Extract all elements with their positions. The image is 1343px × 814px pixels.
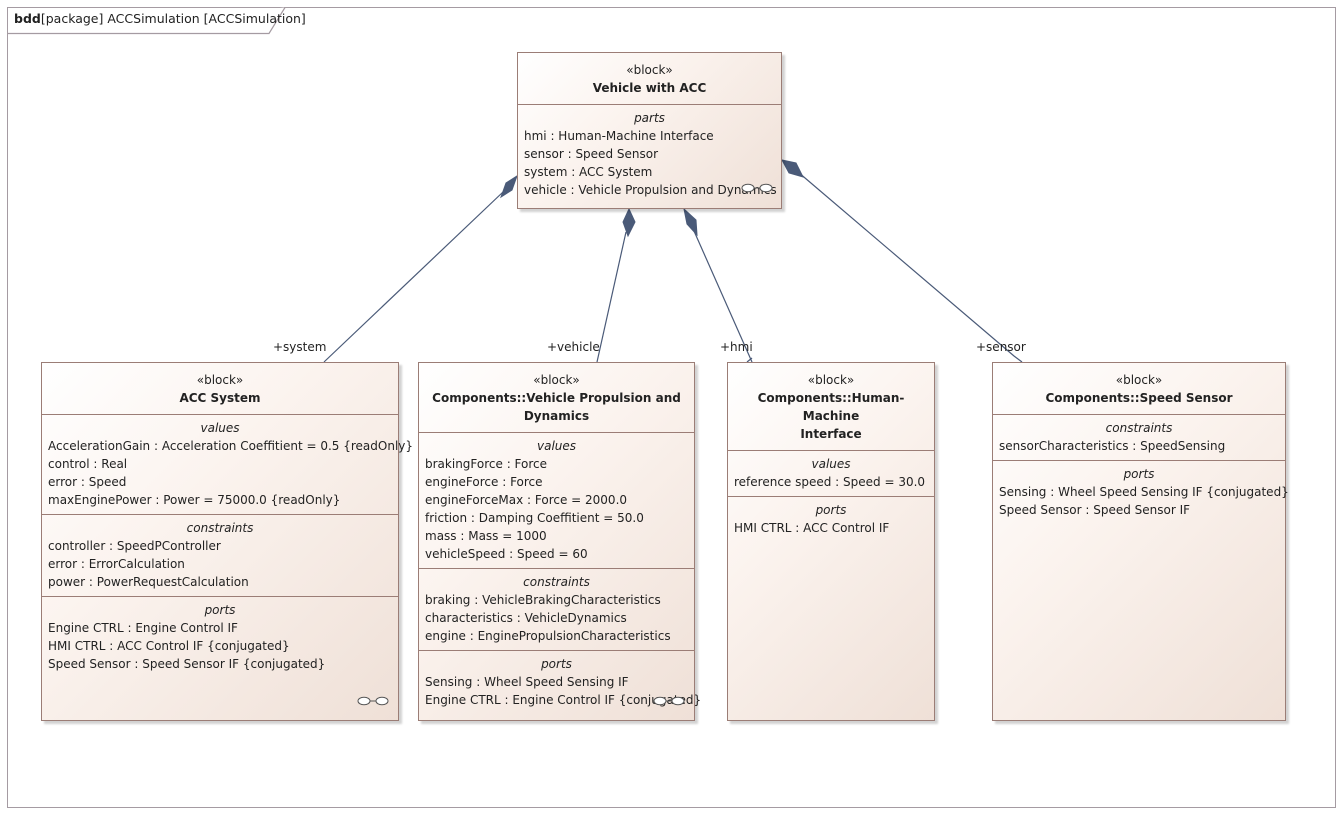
block-name: Components::Speed Sensor [1045, 391, 1233, 405]
ports-compartment: ports Sensing : Wheel Speed Sensing IF {… [993, 460, 1289, 524]
stereotype-label: «block» [1115, 373, 1163, 387]
port-row[interactable]: Sensing : Wheel Speed Sensing IF {conjug… [999, 485, 1289, 499]
part-hmi[interactable]: hmi : Human-Machine Interface [524, 129, 714, 143]
value-row[interactable]: engineForce : Force [425, 475, 543, 489]
compartment-title: ports [204, 603, 236, 617]
constraint-row[interactable]: characteristics : VehicleDynamics [425, 611, 627, 625]
compartment-title: constraints [523, 575, 590, 589]
stereotype-label: «block» [626, 63, 673, 77]
role-label-system: +system [273, 340, 327, 354]
port-row[interactable]: Speed Sensor : Speed Sensor IF {conjugat… [48, 657, 326, 671]
edge-vehicle[interactable] [596, 231, 627, 363]
part-system[interactable]: system : ACC System [524, 165, 653, 179]
block-header: «block» Vehicle with ACC [518, 53, 781, 104]
value-row[interactable]: maxEnginePower : Power = 75000.0 {readOn… [48, 493, 341, 507]
compartment-title: values [200, 421, 240, 435]
frame-name: [package] ACCSimulation [ACCSimulation] [40, 11, 306, 26]
compartment-title: ports [541, 657, 572, 671]
compartment-title: parts [634, 111, 665, 125]
block-name-line-1: Components::Vehicle Propulsion and [432, 391, 681, 405]
stereotype-label: «block» [196, 373, 244, 387]
ports-compartment: ports Sensing : Wheel Speed Sensing IF E… [419, 650, 702, 714]
values-compartment: values reference speed : Speed = 30.0 [728, 450, 934, 496]
value-row[interactable]: mass : Mass = 1000 [425, 529, 547, 543]
diagram-frame [7, 7, 1336, 808]
block-header: «block» Components::Speed Sensor [993, 363, 1285, 414]
link-icon [357, 696, 389, 706]
ports-compartment: ports HMI CTRL : ACC Control IF [728, 496, 934, 542]
block-header: «block» Components::Vehicle Propulsion a… [419, 363, 694, 432]
frame-tab-shape [7, 7, 286, 35]
constraints-compartment: constraints braking : VehicleBrakingChar… [419, 568, 694, 650]
edge-hmi[interactable] [693, 230, 753, 363]
value-row[interactable]: reference speed : Speed = 30.0 [734, 475, 926, 489]
stereotype-label: «block» [533, 373, 580, 387]
role-label-sensor: +sensor [976, 340, 1026, 354]
parts-compartment: parts hmi : Human-Machine Interface sens… [518, 104, 781, 204]
constraint-row[interactable]: engine : EnginePropulsionCharacteristics [425, 629, 671, 643]
frame-kind: bdd [14, 11, 41, 26]
value-row[interactable]: friction : Damping Coeffitient = 50.0 [425, 511, 644, 525]
ports-compartment: ports Engine CTRL : Engine Control IF HM… [42, 596, 398, 678]
diamond-sensor [781, 159, 804, 178]
block-header: «block» Components::Human-Machine Interf… [728, 363, 934, 450]
values-compartment: values AccelerationGain : Acceleration C… [42, 414, 414, 514]
value-row[interactable]: error : Speed [48, 475, 127, 489]
value-row[interactable]: brakingForce : Force [425, 457, 548, 471]
values-compartment: values brakingForce : Force engineForce … [419, 432, 694, 568]
diamond-system [500, 174, 518, 199]
port-row[interactable]: Speed Sensor : Speed Sensor IF [999, 503, 1191, 517]
frame-title: bdd[package] ACCSimulation [ACCSimulatio… [14, 11, 306, 26]
block-header: «block» ACC System [42, 363, 398, 414]
edge-sensor[interactable] [797, 171, 1023, 363]
link-icon [741, 183, 773, 193]
diamond-hmi [683, 207, 698, 237]
port-row[interactable]: HMI CTRL : ACC Control IF {conjugated} [48, 639, 290, 653]
compartment-title: ports [1123, 467, 1155, 481]
value-row[interactable]: vehicleSpeed : Speed = 60 [425, 547, 588, 561]
block-human-machine-interface[interactable]: «block» Components::Human-Machine Interf… [727, 362, 935, 721]
edge-hmi-tick [746, 357, 753, 363]
compartment-title: values [811, 457, 851, 471]
port-row[interactable]: HMI CTRL : ACC Control IF [734, 521, 890, 535]
part-sensor[interactable]: sensor : Speed Sensor [524, 147, 659, 161]
block-name-line-2: Interface [800, 427, 862, 441]
link-icon [653, 696, 685, 706]
part-vehicle[interactable]: vehicle : Vehicle Propulsion and Dynamic… [524, 183, 777, 197]
constraint-row[interactable]: sensorCharacteristics : SpeedSensing [999, 439, 1226, 453]
block-vehicle-propulsion[interactable]: «block» Components::Vehicle Propulsion a… [418, 362, 702, 721]
block-speed-sensor[interactable]: «block» Components::Speed Sensor constra… [992, 362, 1289, 721]
constraint-row[interactable]: power : PowerRequestCalculation [48, 575, 249, 589]
constraint-row[interactable]: error : ErrorCalculation [48, 557, 185, 571]
edge-system[interactable] [323, 191, 504, 363]
block-name-line-2: Dynamics [523, 409, 590, 423]
constraint-row[interactable]: braking : VehicleBrakingCharacteristics [425, 593, 661, 607]
constraint-row[interactable]: controller : SpeedPController [48, 539, 221, 553]
value-row[interactable]: AccelerationGain : Acceleration Coeffiti… [48, 439, 414, 453]
role-label-vehicle: +vehicle [547, 340, 600, 354]
port-row[interactable]: Engine CTRL : Engine Control IF [48, 621, 238, 635]
block-name: ACC System [179, 391, 261, 405]
port-row[interactable]: Engine CTRL : Engine Control IF {conjuga… [425, 693, 702, 707]
constraints-compartment: constraints sensorCharacteristics : Spee… [993, 414, 1285, 460]
block-vehicle-with-acc[interactable]: «block» Vehicle with ACC parts hmi : Hum… [517, 52, 782, 209]
port-row[interactable]: Sensing : Wheel Speed Sensing IF [425, 675, 629, 689]
block-name: Vehicle with ACC [592, 81, 707, 95]
value-row[interactable]: control : Real [48, 457, 128, 471]
compartment-title: ports [815, 503, 847, 517]
block-name-line-1: Components::Human-Machine [757, 391, 905, 423]
stereotype-label: «block» [807, 373, 855, 387]
compartment-title: constraints [1105, 421, 1173, 435]
role-label-hmi: +hmi [720, 340, 753, 354]
diamond-vehicle [622, 207, 636, 238]
block-acc-system[interactable]: «block» ACC System values AccelerationGa… [41, 362, 414, 721]
compartment-title: constraints [186, 521, 254, 535]
constraints-compartment: constraints controller : SpeedPControlle… [42, 514, 398, 596]
value-row[interactable]: engineForceMax : Force = 2000.0 [425, 493, 628, 507]
compartment-title: values [536, 439, 577, 453]
